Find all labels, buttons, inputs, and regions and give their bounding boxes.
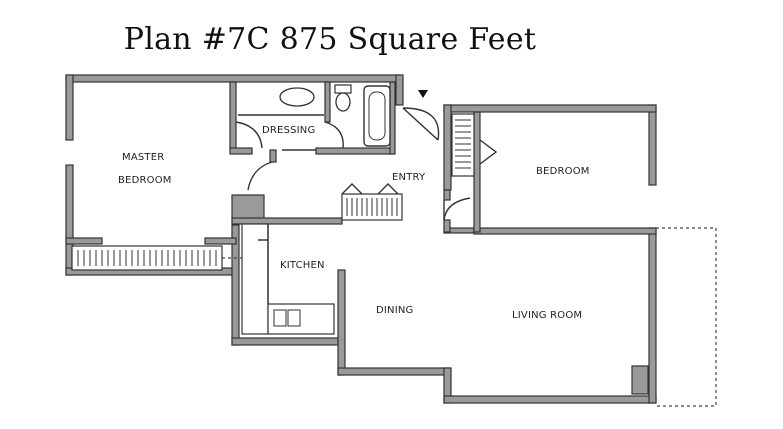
patio-outline	[656, 227, 717, 407]
label-bedroom: BEDROOM	[536, 166, 590, 177]
entry-closet	[341, 183, 403, 221]
label-living-room: LIVING ROOM	[512, 310, 582, 321]
bathroom-fixtures	[238, 84, 391, 147]
doors	[235, 107, 471, 221]
outer-walls	[65, 74, 657, 404]
master-closet	[71, 245, 266, 271]
toilet-icon	[335, 92, 351, 112]
label-entry: ENTRY	[392, 172, 426, 183]
sink-icon	[279, 87, 315, 107]
label-dressing: DRESSING	[262, 125, 315, 136]
label-master-2: BEDROOM	[118, 175, 172, 186]
plan-title: Plan #7C 875 Square Feet	[123, 22, 537, 57]
label-kitchen: KITCHEN	[280, 260, 325, 271]
interior-walls	[65, 81, 657, 245]
label-master-1: MASTER	[122, 152, 164, 163]
bedroom-closet	[451, 113, 498, 177]
entry-marker-icon	[418, 90, 428, 98]
kitchen-counters	[241, 223, 335, 335]
label-dining: DINING	[376, 305, 414, 316]
